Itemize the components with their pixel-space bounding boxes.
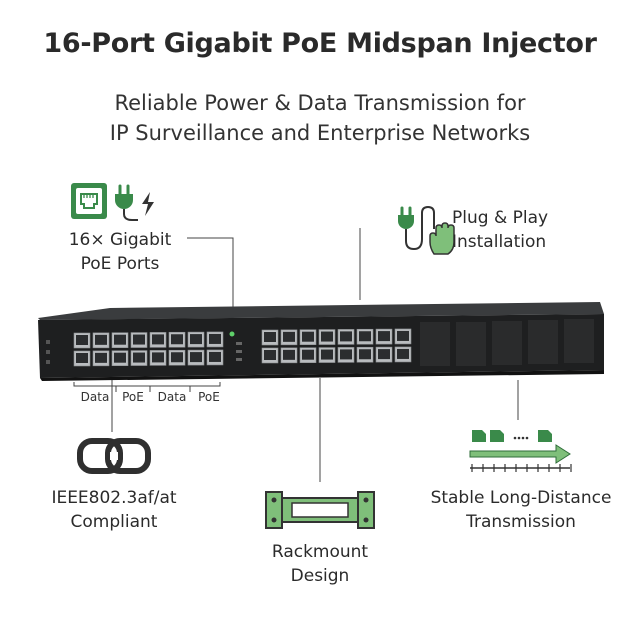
feature-ports-icons — [70, 180, 170, 224]
rj45-port-socket — [209, 351, 221, 362]
rj45-port-socket — [340, 349, 352, 360]
leader-lines — [73, 228, 519, 482]
rj45-port-socket — [133, 352, 145, 363]
rj45-port-socket — [378, 331, 390, 342]
feature-ports-line-1: 16× Gigabit — [68, 230, 172, 250]
feature-plug-play-line-1: Plug & Play — [452, 208, 549, 228]
rj45-port-socket — [114, 352, 126, 363]
poe-label-2: PoE — [198, 390, 220, 404]
rack-bracket-icon — [264, 488, 376, 532]
rj45-port-socket — [283, 349, 295, 360]
rj45-port-socket — [264, 350, 276, 360]
feature-ieee-line-2: Compliant — [70, 512, 158, 532]
rj45-port-socket — [321, 331, 333, 342]
power-led — [229, 331, 235, 337]
feature-ports-line-2: PoE Ports — [80, 254, 160, 274]
rj45-port-socket — [264, 332, 276, 342]
rj45-port-socket — [152, 352, 164, 363]
rj45-port-socket — [95, 334, 107, 345]
rj45-port-socket — [359, 349, 371, 360]
rj45-port-socket — [76, 335, 88, 345]
feature-ports: 16× Gigabit PoE Ports — [50, 228, 190, 276]
feature-rackmount-line-1: Rackmount — [271, 542, 369, 562]
feature-rackmount: Rackmount Design — [250, 540, 390, 588]
rj45-port-socket — [340, 331, 352, 342]
feature-stable-line-2: Transmission — [466, 512, 576, 532]
port-group-left — [73, 331, 224, 367]
port-group-right — [261, 328, 412, 364]
rj45-port-socket — [302, 331, 314, 342]
port-bracket — [73, 382, 221, 387]
rj45-port-socket — [95, 352, 107, 363]
rj45-port-socket — [321, 349, 333, 360]
plug-hand-icon — [396, 202, 456, 258]
feature-rackmount-line-2: Design — [290, 566, 350, 586]
chain-link-icon — [76, 436, 152, 476]
poe-label-1: PoE — [122, 390, 144, 404]
packet-transmission-icon — [466, 424, 574, 474]
rj45-port-socket — [190, 352, 202, 363]
page-subtitle: Reliable Power & Data Transmission for I… — [0, 88, 640, 148]
ethernet-port-icon — [71, 183, 107, 219]
feature-stable: Stable Long-Distance Transmission — [410, 486, 632, 534]
rj45-port-socket — [171, 352, 183, 363]
subtitle-line-1: Reliable Power & Data Transmission for — [114, 91, 526, 115]
feature-ieee: IEEE802.3af/at Compliant — [36, 486, 192, 534]
page-title: 16-Port Gigabit PoE Midspan Injector — [43, 28, 597, 59]
rj45-port-socket — [76, 353, 88, 363]
data-label-1: Data — [80, 390, 110, 404]
subtitle-line-2: IP Surveillance and Enterprise Networks — [109, 121, 531, 145]
rj45-port-socket — [152, 334, 164, 345]
data-label-2: Data — [157, 390, 187, 404]
feature-plug-play: Plug & Play Installation — [452, 206, 584, 254]
rj45-port-socket — [397, 330, 409, 341]
rj45-port-socket — [302, 349, 314, 360]
rj45-port-socket — [397, 348, 409, 359]
poe-injector-device — [38, 302, 604, 381]
feature-ieee-line-1: IEEE802.3af/at — [51, 488, 177, 508]
rj45-port-socket — [171, 334, 183, 345]
rj45-port-socket — [114, 334, 126, 345]
rj45-port-socket — [190, 334, 202, 345]
feature-stable-line-1: Stable Long-Distance — [430, 488, 612, 508]
rj45-port-socket — [378, 349, 390, 360]
rj45-port-socket — [359, 331, 371, 342]
rj45-port-socket — [283, 331, 295, 342]
leader-line-ports — [187, 237, 234, 332]
feature-plug-play-line-2: Installation — [452, 232, 547, 252]
power-plug-icon — [115, 184, 154, 221]
rj45-port-socket — [133, 334, 145, 345]
rj45-port-socket — [209, 333, 221, 344]
